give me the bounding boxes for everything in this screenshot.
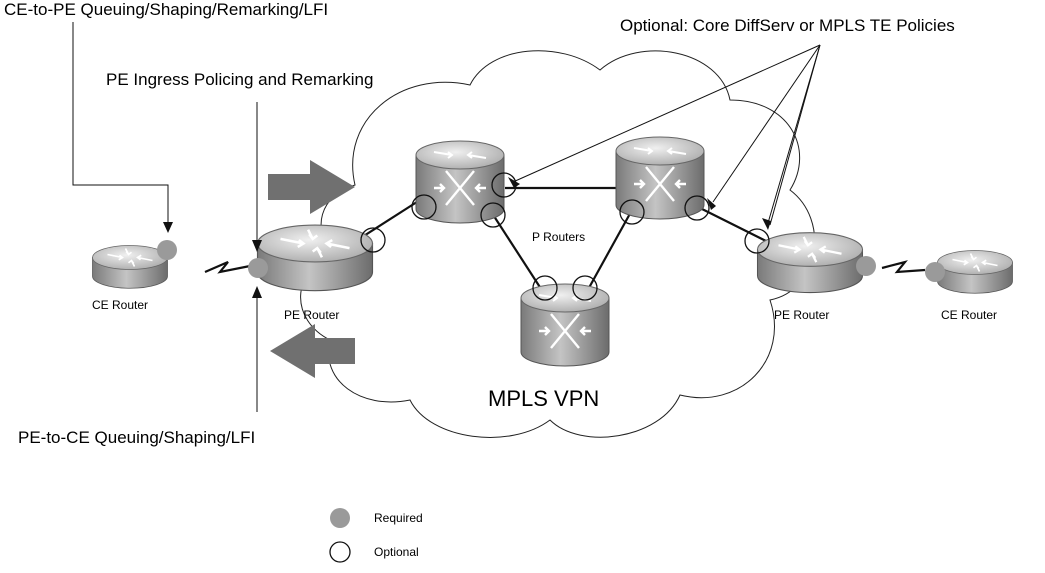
annotation-ce-to-pe: CE-to-PE Queuing/Shaping/Remarking/LFI bbox=[4, 0, 329, 19]
label-pe-router-right: PE Router bbox=[774, 308, 830, 322]
label-p-routers: P Routers bbox=[532, 230, 586, 244]
label-mpls-vpn: MPLS VPN bbox=[488, 386, 600, 411]
optional-points bbox=[360, 172, 770, 301]
legend-optional-label: Optional bbox=[374, 545, 419, 559]
p-router-bottom bbox=[519, 282, 611, 368]
legend-optional-marker bbox=[329, 541, 351, 563]
required-points bbox=[157, 240, 945, 282]
legend-required-marker bbox=[330, 508, 350, 528]
mpls-vpn-cloud bbox=[300, 50, 816, 438]
label-ce-router-right: CE Router bbox=[941, 308, 998, 322]
annotation-pe-ingress: PE Ingress Policing and Remarking bbox=[106, 70, 374, 89]
label-ce-router-left: CE Router bbox=[92, 298, 149, 312]
pe-router-right bbox=[756, 231, 864, 294]
callout-lines bbox=[72, 22, 821, 412]
egress-flow-arrow bbox=[270, 324, 355, 378]
p-router-right bbox=[614, 135, 706, 221]
p-router-left bbox=[414, 139, 506, 225]
ce-router-right bbox=[936, 249, 1014, 295]
pe-router-left bbox=[256, 223, 374, 292]
annotation-pe-to-ce: PE-to-CE Queuing/Shaping/LFI bbox=[18, 428, 256, 447]
annotation-core-policies: Optional: Core DiffServ or MPLS TE Polic… bbox=[620, 16, 955, 35]
ingress-flow-arrow bbox=[268, 160, 355, 214]
legend-required-label: Required bbox=[374, 511, 423, 525]
ce-router-left bbox=[91, 244, 169, 290]
callout-arrowheads bbox=[163, 177, 771, 298]
label-pe-router-left: PE Router bbox=[284, 308, 340, 322]
